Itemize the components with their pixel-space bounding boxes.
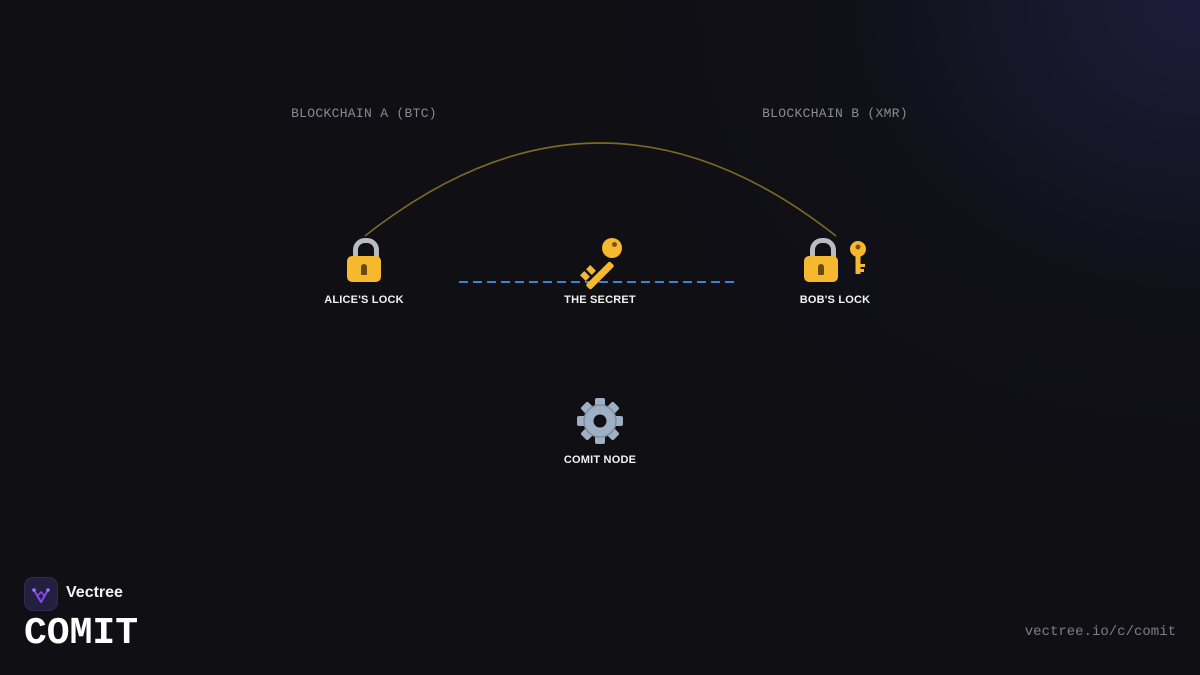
- node-label: COMIT NODE: [563, 454, 637, 466]
- arc-connector: [364, 142, 837, 237]
- node-label: BOB'S LOCK: [799, 294, 871, 306]
- node-the-secret: THE SECRET: [520, 236, 680, 306]
- brand-name: Vectree: [66, 584, 123, 601]
- node-alices-lock: ALICE'S LOCK: [284, 236, 444, 306]
- node-label: ALICE'S LOCK: [324, 294, 404, 306]
- product-title: COMIT: [24, 612, 139, 655]
- node-label: THE SECRET: [564, 294, 636, 306]
- padlock-icon: [284, 236, 444, 288]
- chain-label-b: BLOCKCHAIN B (XMR): [762, 106, 908, 121]
- chain-label-a: BLOCKCHAIN A (BTC): [291, 106, 437, 121]
- node-bobs-lock: BOB'S LOCK: [755, 236, 915, 306]
- lock-with-key-icon: [755, 236, 915, 288]
- gear-icon: [520, 396, 680, 448]
- footer-url[interactable]: vectree.io/c/comit: [1024, 624, 1176, 640]
- key-icon: [520, 236, 680, 291]
- node-comit-node: COMIT NODE: [520, 396, 680, 466]
- vectree-logo-icon: [24, 577, 58, 611]
